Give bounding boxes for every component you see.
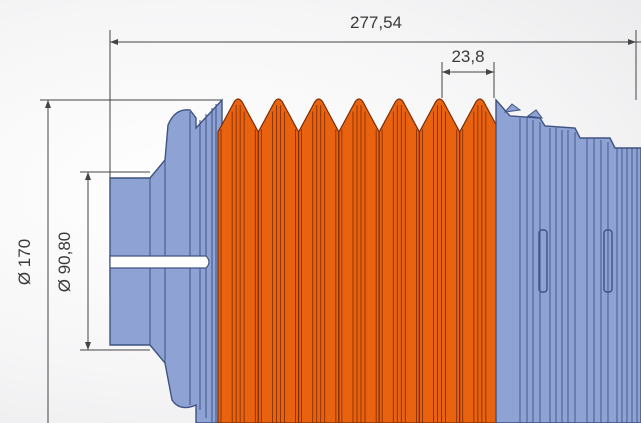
bellows-folds — [217, 98, 501, 423]
flange-slot — [109, 255, 210, 269]
bellows-fold — [459, 98, 501, 423]
bellows-fold — [338, 98, 380, 423]
bellows-fold — [297, 98, 340, 423]
collar-body — [495, 98, 641, 423]
dimension-lines — [40, 30, 641, 423]
fold-pitch-label: 23,8 — [451, 47, 484, 66]
bellows-fold — [378, 98, 421, 423]
collar-clip-1 — [538, 229, 548, 293]
dimension-arrows — [45, 39, 636, 350]
collar-clip-2 — [603, 229, 613, 293]
left-flange — [109, 98, 223, 423]
bellows-fold — [217, 98, 259, 423]
bellows-fold — [257, 98, 300, 423]
overall-length-label: 277,54 — [350, 13, 402, 32]
right-collar — [495, 98, 641, 423]
outer-diameter-label: Ø 170 — [15, 239, 34, 285]
inner-diameter-label: Ø 90,80 — [55, 232, 74, 293]
bellows-fold — [418, 98, 461, 423]
